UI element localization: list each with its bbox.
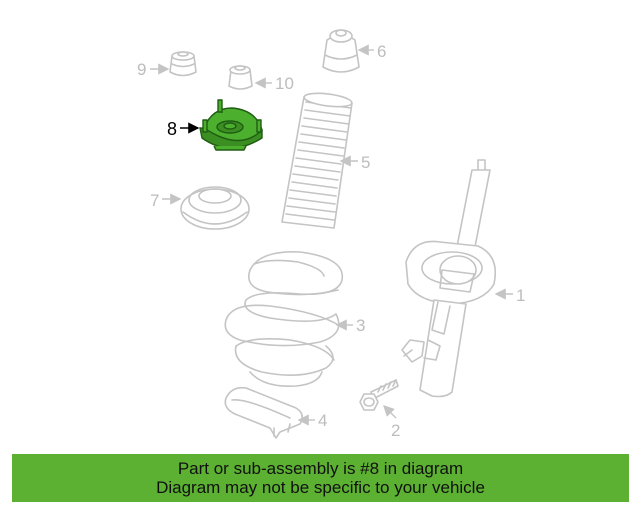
banner-line-2: Diagram may not be specific to your vehi… [156,478,485,497]
part-9-bump-stop[interactable] [169,51,197,77]
callout-5-label: 5 [361,153,370,172]
callout-10: 10 [254,74,294,93]
callout-6-label: 6 [377,42,386,61]
part-6-jounce-bumper[interactable] [322,29,360,73]
part-1-strut-assembly[interactable] [401,159,497,398]
callout-4: 4 [297,411,327,430]
callout-7-label: 7 [150,191,159,210]
part-3-coil-spring[interactable] [224,251,344,388]
info-banner: Part or sub-assembly is #8 in diagram Di… [12,454,629,502]
part-5-dust-boot[interactable] [281,91,353,229]
callout-8-label: 8 [167,119,177,139]
callout-9-label: 9 [137,60,146,79]
callout-9: 9 [137,60,170,79]
callout-7: 7 [150,191,182,210]
callout-8: 8 [167,119,200,139]
part-7-spring-insulator[interactable] [180,186,250,230]
callout-1-label: 1 [516,286,525,305]
callout-4-label: 4 [318,411,327,430]
callout-5: 5 [339,153,370,172]
callout-3: 3 [335,316,365,335]
banner-line-1: Part or sub-assembly is #8 in diagram [177,459,464,478]
callout-2: 2 [383,405,400,440]
callout-1: 1 [494,286,525,305]
callout-3-label: 3 [356,316,365,335]
callout-6: 6 [357,42,386,61]
callout-10-label: 10 [275,74,294,93]
part-2-bolt[interactable] [359,379,399,411]
callout-2-label: 2 [391,421,400,440]
part-8-strut-mount[interactable] [199,99,263,151]
part-10-bump-stop[interactable] [228,65,253,90]
part-4-lower-insulator[interactable] [224,386,304,439]
parts-diagram: 9 10 6 5 [137,29,525,440]
